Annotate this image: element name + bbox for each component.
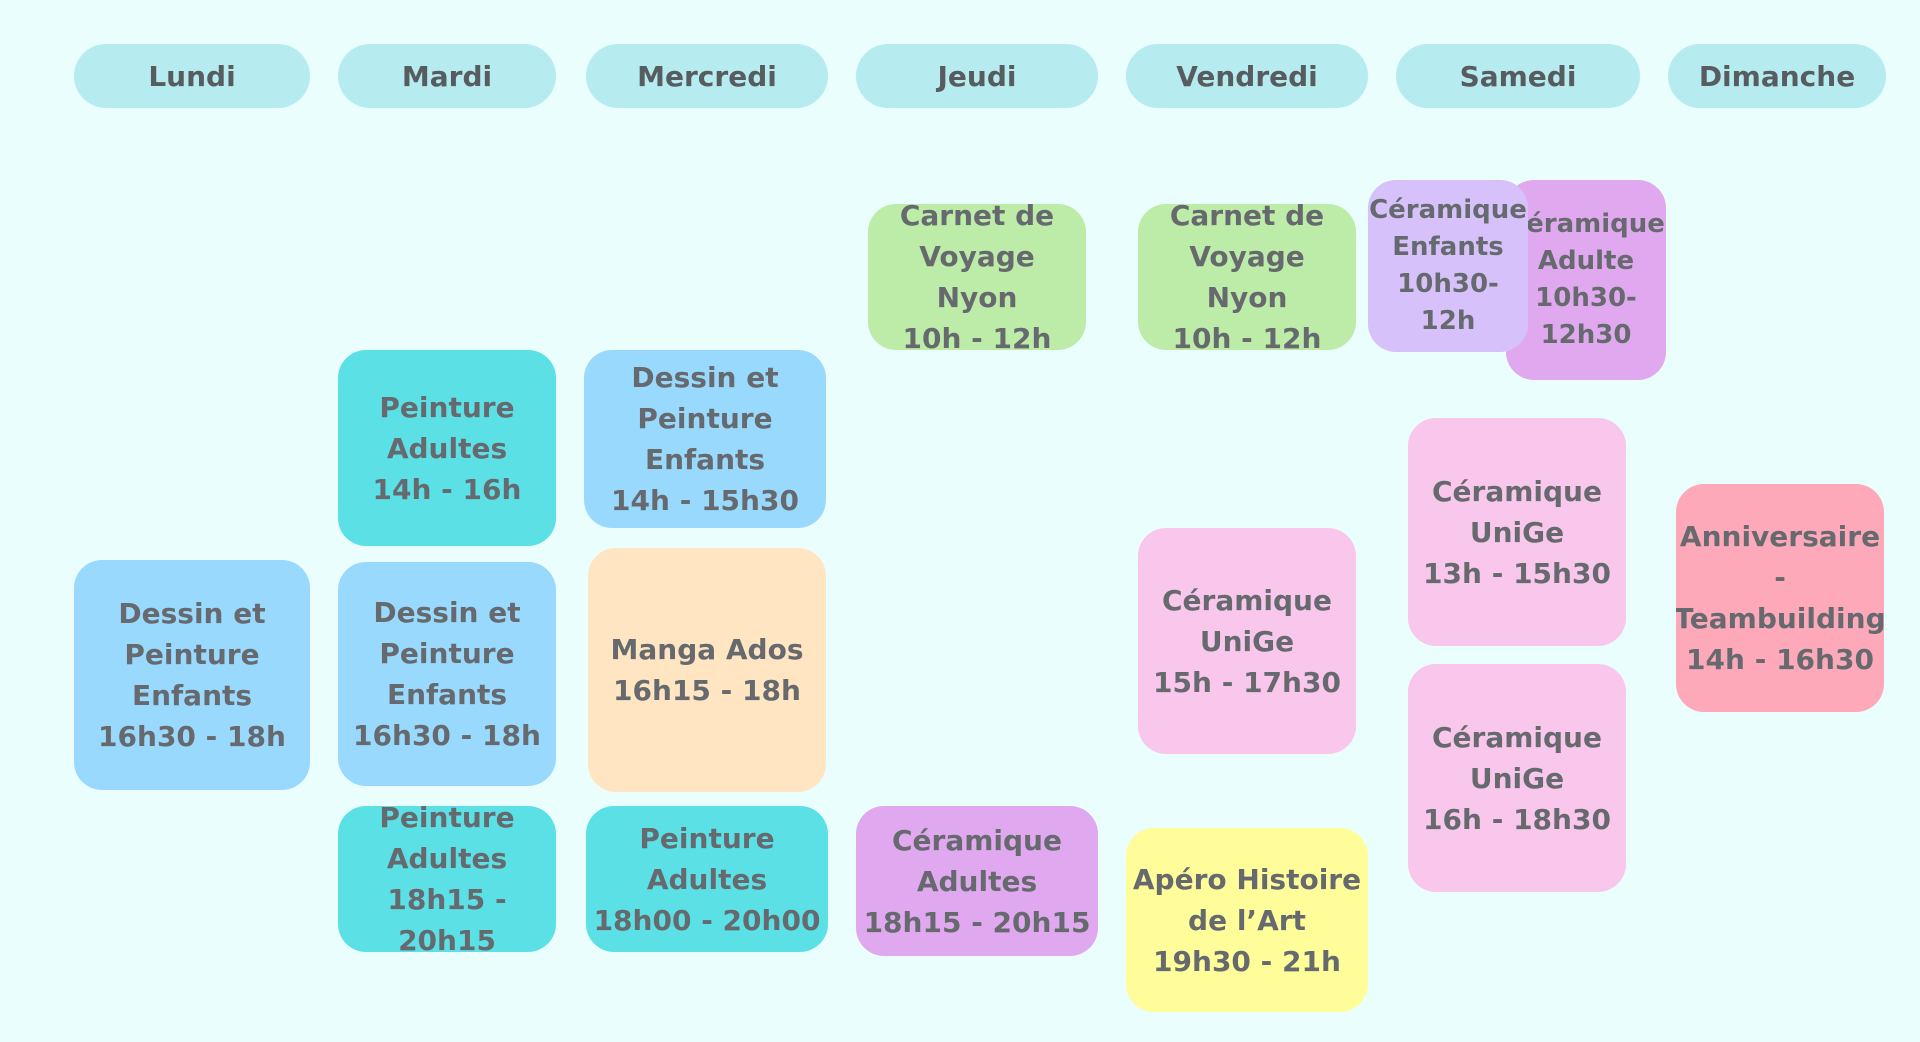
- day-header-jeudi: Jeudi: [856, 44, 1098, 108]
- event-title: Dessin et Peinture Enfants: [118, 597, 266, 712]
- event-title: Peinture Adultes: [379, 390, 515, 465]
- event-card-ceramique-unige[interactable]: Céramique UniGe 16h - 18h30: [1408, 664, 1626, 892]
- event-title: Dessin et Peinture Enfants: [373, 596, 521, 711]
- event-card-carnet-de-voyage[interactable]: Carnet de Voyage Nyon 10h - 12h: [1138, 204, 1356, 350]
- event-time: 16h - 18h30: [1423, 802, 1611, 836]
- event-time: 10h30-12h: [1397, 269, 1499, 336]
- event-card-apero-histoire-art[interactable]: Apéro Histoire de l’Art 19h30 - 21h: [1126, 828, 1368, 1012]
- event-title: Céramique Enfants: [1369, 195, 1527, 262]
- event-time: 14h - 16h: [372, 472, 522, 506]
- event-card-ceramique-enfants[interactable]: Céramique Enfants 10h30-12h: [1368, 180, 1528, 352]
- event-card-peinture-adultes[interactable]: Peinture Adultes 18h00 - 20h00: [586, 806, 828, 952]
- event-time: 16h30 - 18h: [98, 720, 286, 753]
- event-time: 13h - 15h30: [1423, 556, 1611, 590]
- event-time: 10h30- 12h30: [1535, 283, 1637, 350]
- event-card-dessin-peinture-enfants[interactable]: Dessin et Peinture Enfants 14h - 15h30: [584, 350, 826, 528]
- event-card-peinture-adultes[interactable]: Peinture Adultes 18h15 - 20h15: [338, 806, 556, 952]
- event-title: Dessin et Peinture Enfants: [631, 361, 779, 476]
- day-header-vendredi: Vendredi: [1126, 44, 1368, 108]
- event-title: Carnet de Voyage Nyon: [899, 204, 1055, 314]
- event-card-ceramique-unige[interactable]: Céramique UniGe 13h - 15h30: [1408, 418, 1626, 646]
- event-card-ceramique-adulte[interactable]: Céramique Adulte 10h30- 12h30: [1506, 180, 1666, 380]
- event-time: 14h - 15h30: [611, 484, 799, 517]
- event-card-dessin-peinture-enfants[interactable]: Dessin et Peinture Enfants 16h30 - 18h: [74, 560, 310, 790]
- event-title: Manga Ados: [610, 633, 804, 666]
- event-title: Carnet de Voyage Nyon: [1169, 204, 1325, 314]
- event-title: Céramique UniGe: [1432, 474, 1602, 549]
- event-card-manga-ados[interactable]: Manga Ados 16h15 - 18h: [588, 548, 826, 792]
- event-card-dessin-peinture-enfants[interactable]: Dessin et Peinture Enfants 16h30 - 18h: [338, 562, 556, 786]
- event-card-anniversaire-teambuilding[interactable]: Anniversaire - Teambuilding 14h - 16h30: [1676, 484, 1884, 712]
- event-time: 18h00 - 20h00: [593, 903, 821, 937]
- event-time: 10h - 12h: [1172, 322, 1322, 350]
- day-header-mardi: Mardi: [338, 44, 556, 108]
- event-title: Apéro Histoire de l’Art: [1132, 862, 1362, 937]
- event-title: Peinture Adultes: [379, 806, 515, 875]
- event-title: Céramique UniGe: [1162, 583, 1332, 658]
- event-time: 10h - 12h: [902, 322, 1052, 350]
- event-card-ceramique-unige[interactable]: Céramique UniGe 15h - 17h30: [1138, 528, 1356, 754]
- event-title: Céramique UniGe: [1432, 720, 1602, 795]
- event-time: 15h - 17h30: [1153, 665, 1341, 699]
- event-time: 16h15 - 18h: [613, 674, 801, 707]
- event-title: Céramique Adulte: [1507, 209, 1665, 276]
- event-time: 18h15 - 20h15: [387, 883, 507, 952]
- event-time: 14h - 16h30: [1686, 643, 1874, 676]
- event-time: 16h30 - 18h: [353, 719, 541, 752]
- day-header-samedi: Samedi: [1396, 44, 1640, 108]
- day-header-dimanche: Dimanche: [1668, 44, 1886, 108]
- event-card-ceramique-adultes[interactable]: Céramique Adultes 18h15 - 20h15: [856, 806, 1098, 956]
- day-header-lundi: Lundi: [74, 44, 310, 108]
- day-header-mercredi: Mercredi: [586, 44, 828, 108]
- event-time: 19h30 - 21h: [1153, 944, 1341, 978]
- event-time: 18h15 - 20h15: [863, 905, 1091, 939]
- event-title: Céramique Adultes: [892, 823, 1062, 898]
- event-title: Peinture Adultes: [639, 821, 775, 896]
- event-card-carnet-de-voyage[interactable]: Carnet de Voyage Nyon 10h - 12h: [868, 204, 1086, 350]
- event-card-peinture-adultes[interactable]: Peinture Adultes 14h - 16h: [338, 350, 556, 546]
- event-title: Anniversaire - Teambuilding: [1676, 520, 1884, 635]
